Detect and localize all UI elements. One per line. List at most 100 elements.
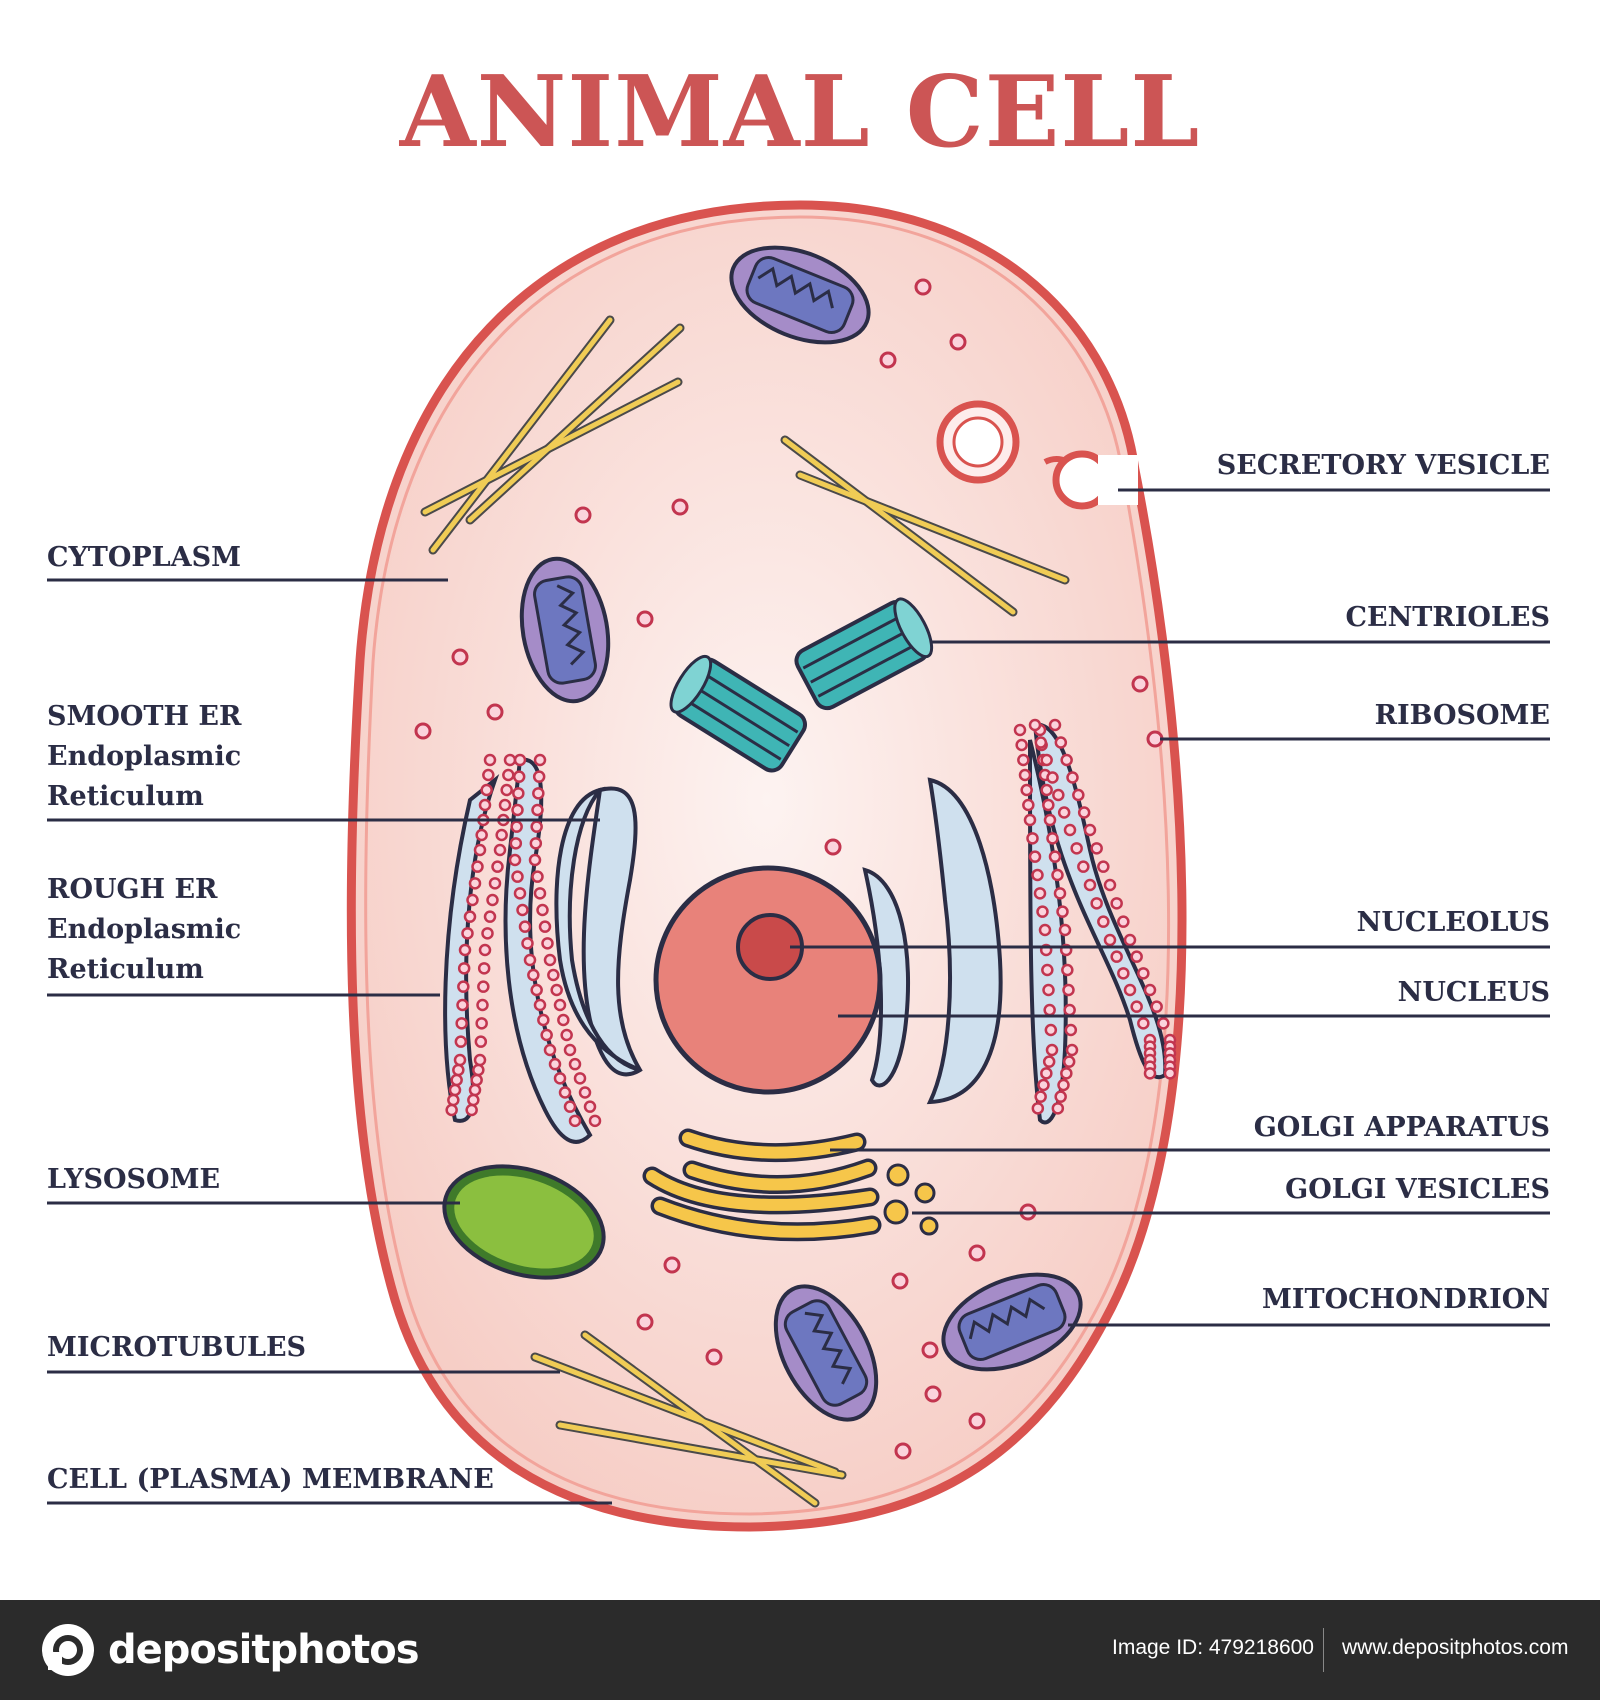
label-centrioles: CENTRIOLES: [1345, 602, 1551, 633]
rough-er-ribosome: [563, 1043, 577, 1057]
rough-er-ribosome: [1038, 923, 1052, 937]
rough-er-ribosome: [448, 1083, 462, 1097]
ribosome-dot: [968, 1412, 986, 1430]
rough-er-ribosome: [1040, 753, 1053, 767]
rough-er-ribosome: [558, 1086, 572, 1099]
rough-er-ribosome: [1083, 823, 1097, 837]
rough-er-ribosome: [488, 877, 502, 890]
footer-bar: depositphotos Image ID: 479218600 www.de…: [0, 1600, 1600, 1700]
rough-er-ribosome: [1123, 983, 1137, 997]
label-cell-membrane: CELL (PLASMA) MEMBRANE: [47, 1464, 494, 1495]
rough-er-ribosome: [477, 962, 491, 975]
ribosome-dot: [705, 1348, 723, 1366]
rough-er-ribosome: [1117, 915, 1130, 928]
ribosome-dot: [574, 506, 592, 524]
ribosome-dot: [1146, 730, 1164, 748]
rough-er-ribosome: [473, 843, 487, 857]
rough-er-ribosome: [481, 927, 494, 940]
rough-er-ribosome: [528, 853, 542, 867]
rough-er-ribosome: [1064, 1023, 1078, 1037]
rough-er-ribosome: [1015, 738, 1028, 752]
label-mitochondrion: MITOCHONDRION: [1261, 1284, 1550, 1315]
rough-er-ribosome: [457, 980, 470, 993]
rough-er-ribosome: [530, 820, 543, 833]
rough-er-ribosome: [1072, 788, 1085, 802]
rough-er-ribosome: [512, 787, 525, 800]
mitochondrion-left: [519, 556, 611, 704]
rough-er-ribosome: [468, 877, 482, 890]
rough-er-ribosome: [463, 910, 477, 923]
rough-er-ribosome: [445, 1103, 458, 1117]
rough-er-ribosome: [1090, 842, 1103, 855]
site-url[interactable]: www.depositphotos.com: [1342, 1636, 1569, 1659]
rough-er-ribosome: [533, 753, 547, 767]
rough-er-ribosome: [1090, 897, 1103, 910]
rough-er-ribosome: [533, 998, 547, 1012]
rough-er-ribosome: [532, 770, 546, 783]
animal-cell-diagram: [47, 200, 1550, 1532]
rough-er-ribosome: [1057, 1078, 1070, 1092]
rough-er-ribosome: [1143, 983, 1157, 997]
label-lysosome: LYSOSOME: [47, 1164, 221, 1195]
mitochondrion-right: [941, 1272, 1083, 1372]
rough-er-ribosome: [478, 798, 492, 812]
rough-er-ribosome: [532, 787, 545, 800]
ribosome-dot: [451, 648, 469, 666]
rough-er-ribosome: [1058, 923, 1072, 937]
rough-er-ribosome: [547, 968, 560, 982]
label-golgi-vesicles: GOLGI VESICLES: [1285, 1174, 1550, 1205]
rough-er-ribosome: [466, 893, 479, 907]
rough-er-ribosome: [573, 1072, 587, 1085]
rough-er-ribosome: [1048, 850, 1062, 863]
label-golgi-apparatus: GOLGI APPARATUS: [1253, 1112, 1550, 1143]
rough-er-ribosome: [523, 953, 537, 967]
rough-er-ribosome: [1137, 967, 1150, 980]
rough-er-ribosome: [513, 753, 527, 767]
rough-er-ribosome: [512, 770, 526, 783]
rough-er-ribosome: [1143, 1067, 1157, 1080]
label-rough-er: ROUGH ER Endoplasmic Reticulum: [47, 870, 241, 990]
rough-er-ribosome: [1060, 1067, 1073, 1080]
rough-er-ribosome: [461, 927, 474, 940]
label-microtubules: MICROTUBULES: [47, 1332, 307, 1363]
rough-er-ribosome: [550, 983, 563, 997]
ribosome-dot: [949, 333, 967, 351]
rough-er-ribosome: [456, 998, 469, 1012]
golgi-vesicles: [883, 1163, 939, 1236]
rough-er-ribosome: [491, 860, 504, 873]
rough-er-ribosome: [1041, 963, 1054, 977]
rough-er-ribosome: [453, 1053, 467, 1067]
rough-er-ribosome: [1023, 813, 1037, 827]
label-smooth-er: SMOOTH ER Endoplasmic Reticulum: [47, 697, 241, 817]
rough-er-ribosome: [1061, 963, 1074, 977]
rough-er-ribosome: [468, 1083, 482, 1097]
rough-er-ribosome: [509, 837, 523, 850]
rough-er-ribosome: [455, 1017, 468, 1030]
rough-er-ribosome: [1097, 915, 1110, 928]
brand-name: depositphotos: [108, 1627, 420, 1673]
rough-er-ribosome: [508, 853, 522, 867]
rough-er-ribosome: [1150, 1000, 1163, 1013]
rough-er-ribosome: [1062, 1055, 1076, 1068]
label-rough-er-line1: ROUGH ER: [47, 874, 218, 905]
rough-er-ribosome: [1031, 868, 1044, 882]
rough-er-ribosome: [529, 837, 543, 850]
rough-er-ribosome: [465, 1103, 478, 1117]
rough-er-ribosome: [1130, 950, 1143, 963]
rough-er-ribosome: [1045, 1043, 1059, 1057]
brand-logo[interactable]: depositphotos: [40, 1622, 420, 1678]
rough-er-ribosome: [1034, 736, 1048, 749]
rough-er-ribosome: [1013, 723, 1027, 737]
ribosome-dot: [894, 1442, 912, 1460]
ribosome-dot: [924, 1385, 942, 1403]
rough-er-ribosome: [1048, 718, 1062, 732]
rough-er-ribosome: [557, 1013, 570, 1027]
rough-er-ribosome: [1157, 1017, 1170, 1030]
rough-er-ribosome: [1054, 1090, 1067, 1103]
rough-er-ribosome: [1065, 1043, 1079, 1057]
rough-er-ribosome: [1063, 823, 1077, 837]
rough-er-ribosome: [474, 1035, 488, 1048]
rough-er-ribosome: [452, 1063, 465, 1077]
rough-er-ribosome: [537, 1013, 550, 1027]
rough-er-ribosome: [1037, 1078, 1050, 1092]
